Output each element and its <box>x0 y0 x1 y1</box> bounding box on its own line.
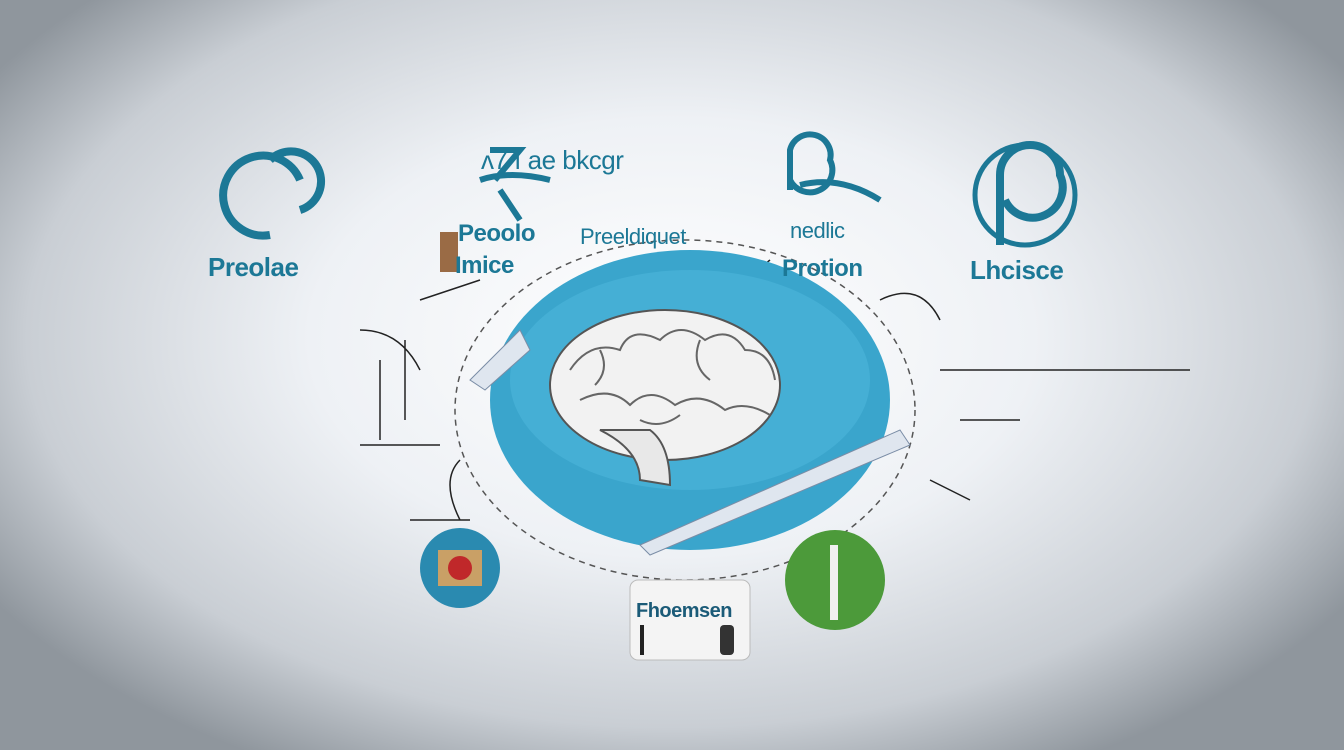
logo-p-icon <box>972 141 1078 248</box>
logo-left-icon <box>219 147 326 240</box>
label-right-center-1: nedlic <box>790 218 845 243</box>
label-left: Preolae <box>208 252 299 282</box>
label-right-center-2: Protion <box>782 255 863 282</box>
label-center-left-1: Peoolo <box>458 220 536 247</box>
top-heading: ᴧ7 ı ae bkcgr <box>481 145 624 175</box>
basket-icon <box>440 232 458 272</box>
label-bottom: Fhoemsen <box>636 600 733 622</box>
device-icon <box>629 579 751 661</box>
logo-mid-icon <box>479 131 882 222</box>
label-right: Lhcisce <box>970 255 1064 285</box>
food-circle-icon <box>420 528 500 608</box>
brain-icon <box>549 309 781 487</box>
landscape-circle-icon <box>785 530 885 630</box>
label-center-left-2: Imice <box>455 252 514 279</box>
label-center-right: Preeldiquet <box>580 224 686 249</box>
base-ribbon <box>639 429 911 556</box>
